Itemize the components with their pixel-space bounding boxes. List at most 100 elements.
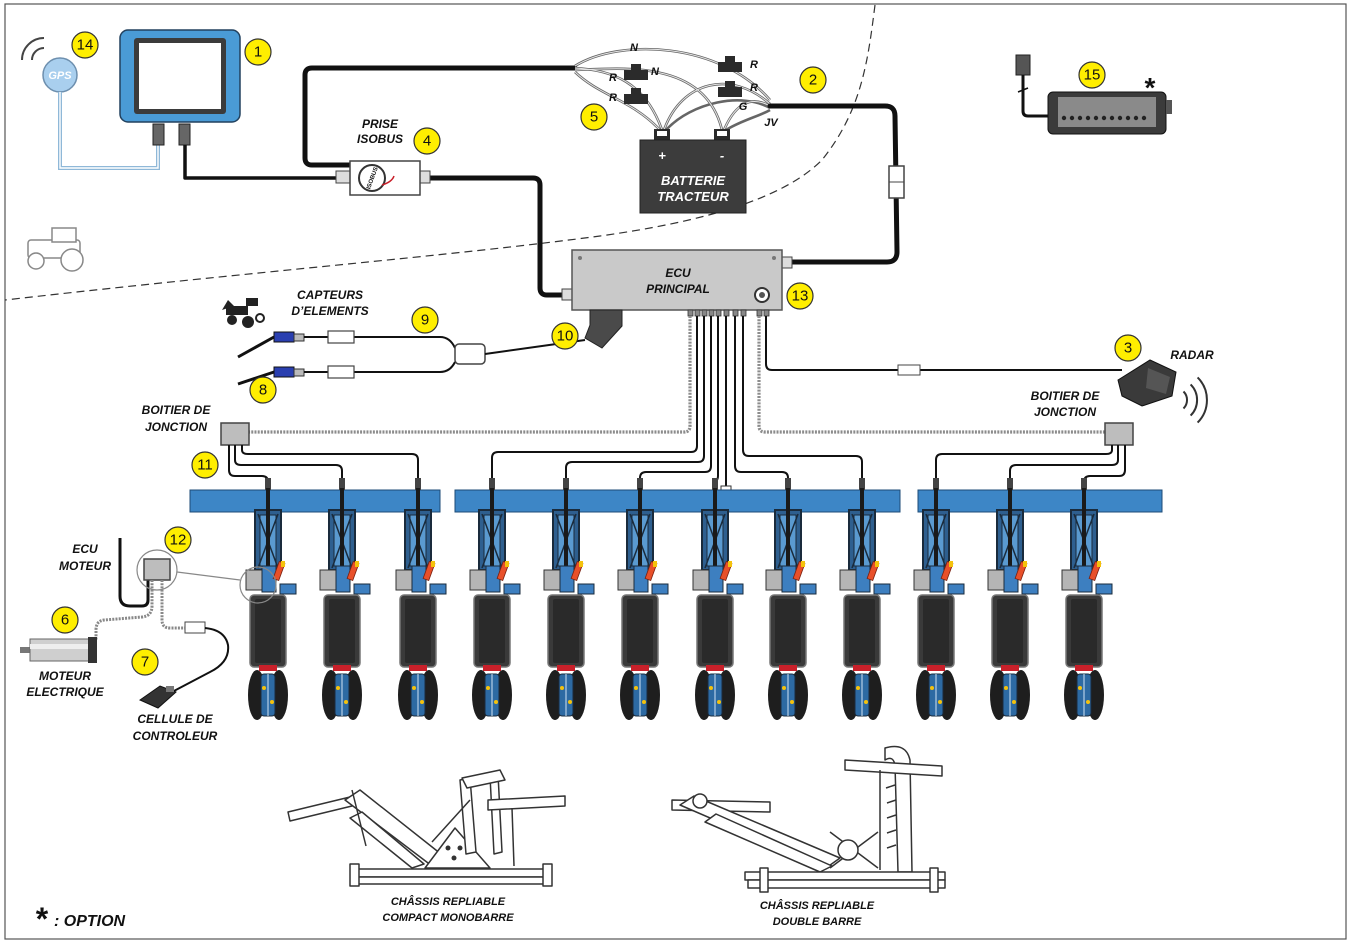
row-unit	[913, 477, 965, 721]
gps-label: GPS	[48, 70, 72, 82]
callout-5: 5	[580, 103, 608, 131]
callout-13-number: 13	[792, 288, 809, 305]
callout-4: 4	[413, 127, 441, 155]
row-unit	[617, 477, 669, 721]
wire-label-n2: N	[651, 66, 660, 78]
callout-1-number: 1	[254, 44, 262, 61]
fuse-holder	[718, 62, 742, 72]
gps-cable-inner	[59, 92, 159, 169]
battery-plus: +	[658, 148, 666, 163]
battery-label-1: BATTERIE	[661, 173, 725, 188]
wire-label-g: G	[739, 101, 748, 113]
junction-right-label-2: JONCTION	[1034, 405, 1096, 419]
toolbar-right	[917, 489, 1163, 513]
element-sensors-icon	[222, 298, 265, 328]
cellule-label-2: CONTROLEUR	[133, 729, 218, 743]
wire-label-r1: R	[609, 72, 617, 84]
signal-waves-icon	[21, 37, 45, 61]
ecu-principal: ECU PRINCIPAL	[561, 249, 793, 317]
callout-14-number: 14	[77, 37, 94, 54]
callout-11: 11	[191, 451, 219, 479]
ecu-moteur-cable	[118, 538, 150, 608]
radar-waves-icon	[1182, 376, 1208, 424]
isobus-logo	[358, 164, 386, 192]
callout-7-number: 7	[141, 654, 149, 671]
inline-connector	[327, 330, 355, 344]
inline-connector	[327, 365, 355, 379]
moteur-label-2: ELECTRIQUE	[26, 685, 104, 699]
wire-label-r2: R	[609, 92, 617, 104]
ecu-moteur-box	[143, 558, 171, 581]
callout-2: 2	[799, 66, 827, 94]
legend-text: : OPTION	[54, 913, 126, 930]
callout-10: 10	[551, 322, 579, 350]
row-unit	[839, 477, 891, 721]
battery-harness	[574, 47, 771, 132]
row-unit	[692, 477, 744, 721]
junction-left-label-2: JONCTION	[145, 420, 207, 434]
sensor-cable-lower	[304, 361, 456, 373]
cable-ecu-to-left-junction	[248, 316, 692, 434]
toolbar-center	[454, 489, 901, 513]
detail-circle-unit	[239, 566, 277, 604]
cable-prise-to-ecu	[417, 175, 573, 298]
capteurs-label-1: CAPTEURS	[297, 288, 363, 302]
battery-minus: -	[720, 148, 724, 163]
connector-10	[584, 309, 623, 349]
sensor-y-connector	[454, 343, 486, 365]
ecu-principal-label-1: ECU	[665, 266, 691, 280]
terminal-cable	[183, 145, 338, 180]
row-unit	[765, 477, 817, 721]
cell-cable-end	[171, 627, 230, 693]
junction-right-label-1: BOITIER DE	[1031, 389, 1101, 403]
capteurs-label-2: D’ELEMENTS	[291, 304, 368, 318]
chassis-left-label-2: COMPACT MONOBARRE	[382, 912, 514, 924]
callout-4-number: 4	[423, 133, 431, 150]
wire-label-r4: R	[750, 82, 758, 94]
terminal-connector-isobus	[178, 123, 191, 146]
callout-9: 9	[411, 306, 439, 334]
callout-13: 13	[786, 282, 814, 310]
wire-label-r3: R	[750, 59, 758, 71]
callout-3-number: 3	[1124, 340, 1132, 357]
motor-cable	[94, 580, 154, 640]
callout-15: 15	[1078, 61, 1106, 89]
inline-connector	[184, 621, 206, 634]
chassis-double-barre-drawing	[671, 745, 946, 893]
controller-cell-sensor	[138, 685, 177, 709]
chassis-left-label-1: CHÂSSIS REPLIABLE	[391, 895, 506, 908]
callout-6: 6	[51, 606, 79, 634]
row-unit	[245, 477, 297, 721]
power-cable-to-ecu	[767, 103, 900, 265]
chassis-right-label-2: DOUBLE BARRE	[773, 916, 862, 928]
cable-ecu-to-right-junction	[757, 316, 1105, 434]
sensor-upper	[237, 331, 305, 359]
legend-star: *	[36, 901, 49, 937]
callout-8: 8	[249, 376, 277, 404]
optional-control-box	[1015, 54, 1172, 135]
ecu-moteur-label-2: MOTEUR	[59, 559, 111, 573]
wire-label-jv: JV	[764, 117, 779, 129]
tractor-battery: + - BATTERIE TRACTEUR	[639, 129, 747, 214]
moteur-label-1: MOTEUR	[39, 669, 91, 683]
callout-5-number: 5	[590, 109, 598, 126]
wire-label-n-top: N	[630, 42, 639, 54]
callout-11-number: 11	[197, 457, 213, 474]
callout-7: 7	[131, 648, 159, 676]
cable-prise-to-battery	[302, 65, 578, 168]
ecu-moteur-label-1: ECU	[72, 542, 98, 556]
fuse-holder	[624, 94, 648, 104]
ecu-principal-label-2: PRINCIPAL	[646, 282, 710, 296]
ecu-unit-cables	[491, 316, 863, 492]
diagram-border	[4, 3, 1347, 940]
inline-connector	[897, 364, 921, 376]
row-unit	[1061, 477, 1113, 721]
detail-leader	[176, 571, 241, 581]
row-unit	[395, 477, 447, 721]
prise-isobus-label-2: ISOBUS	[357, 132, 403, 146]
chassis-compact-monobarre-drawing	[287, 769, 566, 887]
ecu-output-connectors	[687, 309, 770, 317]
toolbar-left	[189, 489, 441, 513]
sensor-cable-upper	[304, 336, 456, 349]
